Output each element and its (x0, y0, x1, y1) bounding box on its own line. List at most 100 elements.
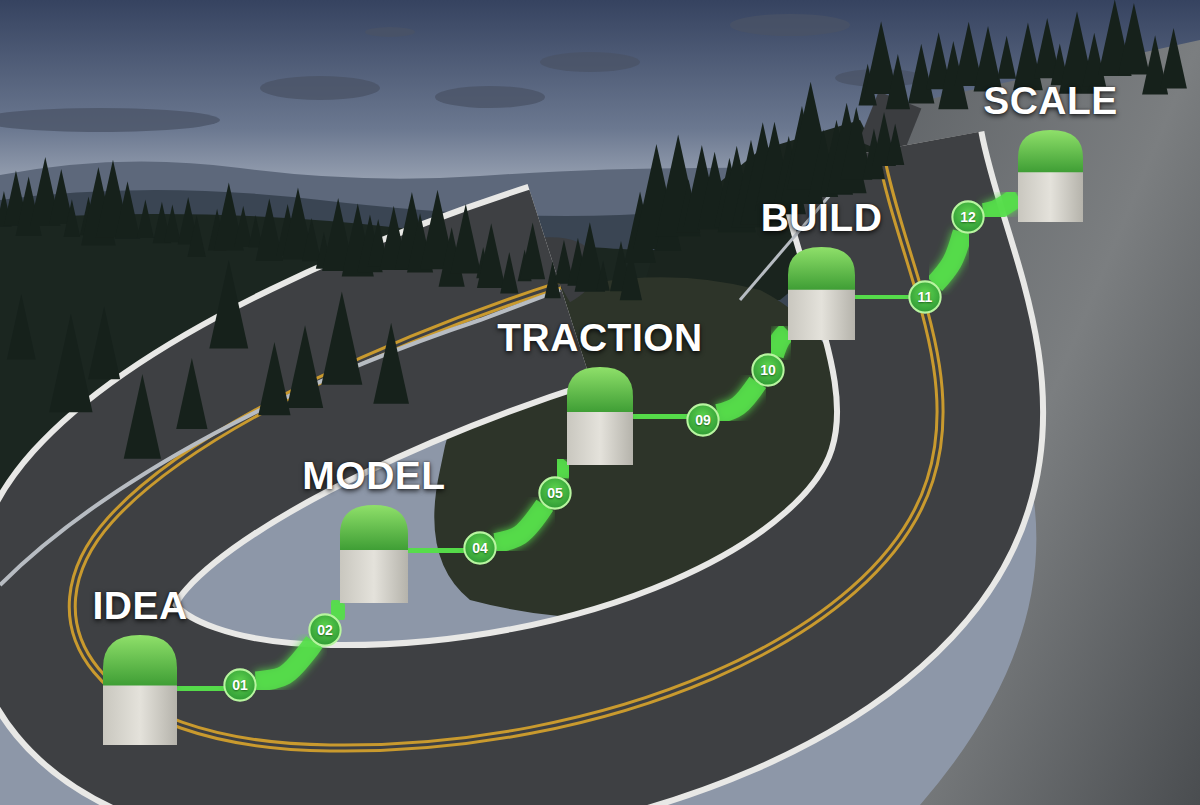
connectors (177, 196, 1018, 690)
circle-outline (224, 669, 255, 700)
road (72, 100, 940, 748)
circle-content: 10 (751, 353, 785, 387)
path-segment (559, 462, 567, 477)
tree (596, 261, 609, 291)
tree (500, 252, 518, 293)
path-segment (177, 687, 224, 690)
circle-outline (309, 614, 340, 645)
circle-content: 01 (223, 668, 257, 702)
step-circle: 10 (751, 353, 785, 387)
path-segment (718, 382, 758, 414)
guardrail (0, 290, 560, 585)
tree (137, 200, 154, 239)
tree (234, 206, 252, 247)
step-circle: 11 (908, 280, 942, 314)
milestone-cap (567, 367, 633, 412)
milestone-shape (788, 247, 855, 340)
path-segment (774, 331, 788, 355)
callout-number: 10 (760, 363, 776, 377)
tree (115, 181, 140, 239)
milestone: MODEL (340, 505, 408, 603)
path-segment (334, 603, 343, 617)
callout-number: 02 (317, 623, 333, 637)
milestone: IDEA (103, 635, 177, 745)
callout-number: 11 (918, 290, 933, 304)
milestone-shape (103, 635, 177, 745)
callout-number: 05 (547, 486, 563, 500)
milestone-base (103, 683, 177, 745)
milestone-cap (340, 505, 408, 550)
milestone-cap (788, 247, 855, 290)
callout-number: 01 (232, 678, 248, 692)
milestone: TRACTION (567, 367, 633, 465)
tree (886, 123, 904, 165)
milestone-base (1018, 170, 1083, 222)
tree (997, 36, 1016, 79)
tree (287, 325, 323, 408)
circle-content: 09 (686, 403, 720, 437)
circle-content: 02 (308, 613, 342, 647)
path-segment (633, 415, 687, 418)
step-circle: 02 (308, 613, 342, 647)
callout-number: 04 (472, 541, 488, 555)
tree (88, 307, 120, 380)
tree (164, 205, 181, 243)
circle-outline (952, 201, 983, 232)
path-segment (855, 296, 909, 298)
tree (477, 223, 506, 288)
tree (209, 260, 248, 348)
tree (1118, 3, 1149, 74)
milestone-shape (340, 505, 408, 603)
tree (450, 204, 481, 274)
tree (64, 199, 81, 237)
tree (176, 358, 207, 429)
milestone-base (567, 410, 633, 465)
tree (7, 294, 36, 359)
path-segment (935, 232, 963, 284)
circle-outline (752, 354, 783, 385)
milestone-base (788, 288, 855, 340)
step-circle: 12 (951, 200, 985, 234)
callout-number: 09 (695, 413, 711, 427)
milestone-label: BUILD (761, 198, 883, 237)
tree (302, 218, 321, 261)
trees (0, 0, 1187, 459)
circle-content: 04 (463, 531, 497, 565)
milestone-label: MODEL (302, 456, 445, 495)
tree (321, 292, 362, 385)
path-segment (984, 196, 1018, 213)
circle-outline (539, 477, 570, 508)
tree (258, 342, 290, 415)
circle-content: 12 (951, 200, 985, 234)
milestone-label: TRACTION (497, 318, 702, 357)
circle-content: 11 (908, 280, 942, 314)
tree (187, 215, 205, 257)
milestone-label: IDEA (92, 586, 187, 625)
step-circle: 04 (463, 531, 497, 565)
milestone-shape (567, 367, 633, 465)
milestone-cap (1018, 130, 1083, 172)
tree (124, 374, 161, 459)
milestone: BUILD (788, 247, 855, 340)
tree (886, 54, 910, 109)
milestone-base (340, 548, 408, 603)
path-segment (495, 505, 545, 543)
tree (373, 323, 409, 404)
circle-content: 05 (538, 476, 572, 510)
tree (49, 314, 92, 413)
tree (1160, 28, 1187, 89)
circle-outline (909, 281, 940, 312)
tree (520, 222, 545, 279)
milestone: SCALE (1018, 130, 1083, 222)
path-segment (256, 642, 315, 682)
clouds (0, 14, 925, 132)
circle-outline (687, 404, 718, 435)
step-circle: 05 (538, 476, 572, 510)
milestone-label: SCALE (983, 81, 1118, 120)
step-circle: 09 (686, 403, 720, 437)
callout-number: 12 (960, 210, 976, 224)
path-segment (408, 549, 464, 552)
milestone-cap (103, 635, 177, 686)
